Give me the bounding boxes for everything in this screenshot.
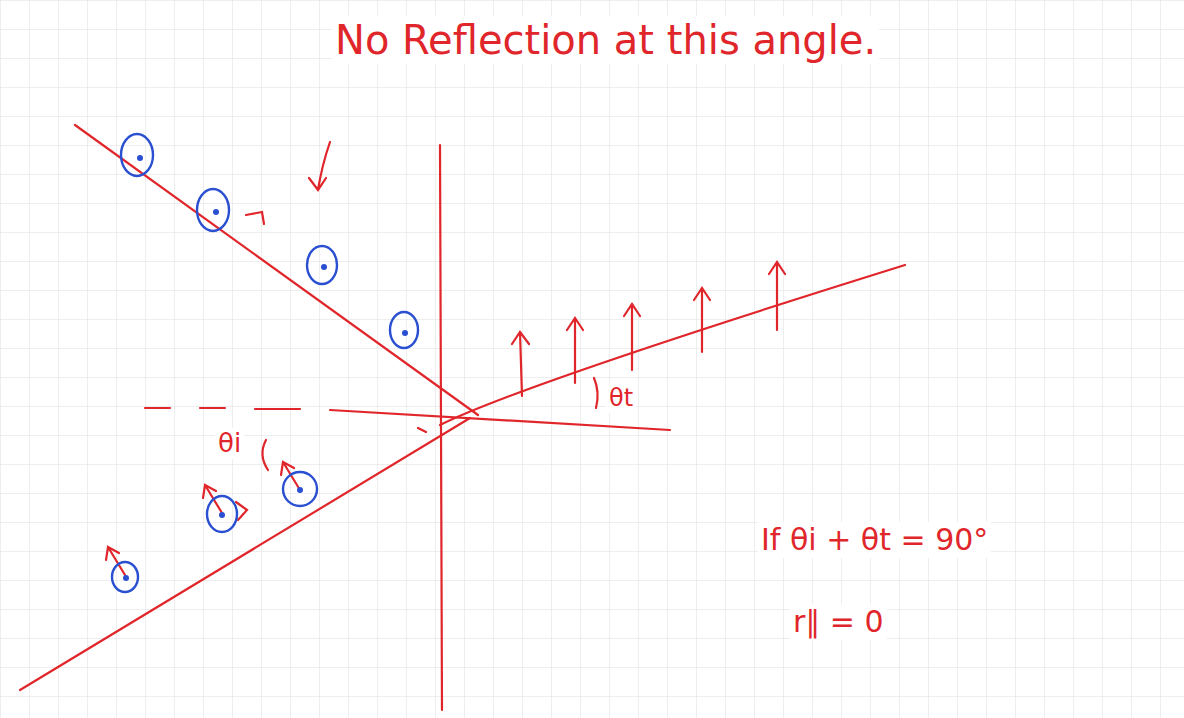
angle-arc: [594, 378, 598, 408]
pointer-arrow: [309, 142, 330, 190]
dipoles: [112, 134, 418, 592]
label: If θi + θt = 90°: [758, 522, 991, 558]
right-angle-mark: [246, 212, 264, 224]
note-title: No Reflection at this angle.: [332, 16, 879, 64]
dipole-arrows: [106, 462, 300, 575]
reflected-ray: [75, 125, 478, 415]
label: r∥ = 0: [790, 604, 887, 640]
interface-line: [440, 145, 442, 710]
label: θt: [606, 384, 636, 413]
tick-mark: [418, 428, 426, 432]
dipole-dots: [123, 155, 408, 581]
transmitted-ray: [440, 265, 905, 425]
field-arrows: [512, 262, 785, 396]
label: θi: [215, 428, 244, 459]
angle-arc: [262, 440, 268, 470]
normal-line: [145, 408, 670, 430]
incident-ray: [20, 418, 470, 690]
